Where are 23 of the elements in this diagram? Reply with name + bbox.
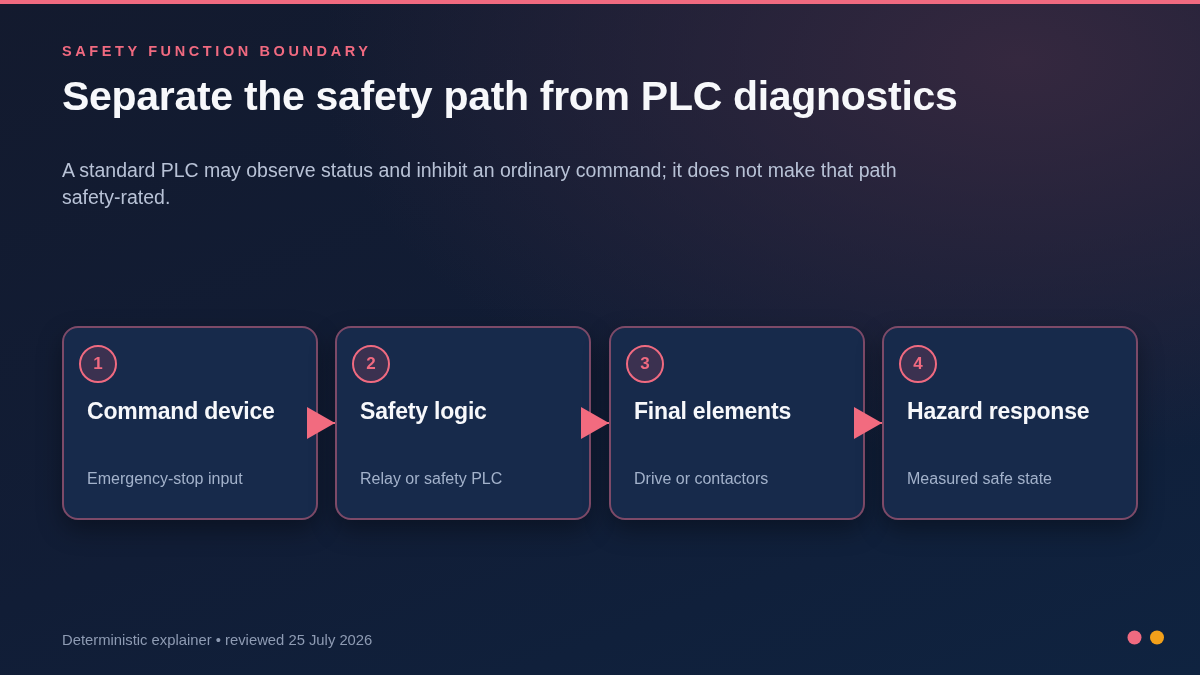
step-number: 1 [79, 345, 117, 383]
step-number: 2 [352, 345, 390, 383]
step-description: Emergency-stop input [87, 470, 244, 488]
step-heading: Hazard response [907, 398, 1091, 425]
title: Separate the safety path from PLC diagnostics [62, 73, 958, 120]
step-card [335, 326, 591, 520]
arrow [307, 407, 336, 439]
step-card [882, 326, 1138, 520]
footer-note: Deterministic explainer • reviewed 25 July 2026 [62, 632, 373, 648]
step-card [62, 326, 318, 520]
step-description: Relay or safety PLC [360, 470, 504, 488]
step-heading: Safety logic [360, 398, 488, 425]
step-number: 3 [626, 345, 664, 383]
step-description: Drive or contactors [634, 470, 770, 488]
arrow [854, 407, 883, 439]
eyebrow-heading: SAFETY FUNCTION BOUNDARY [62, 43, 372, 59]
step-number: 4 [899, 345, 937, 383]
step-description: Measured safe state [907, 470, 1053, 488]
step-heading: Final elements [634, 398, 792, 425]
arrow [581, 407, 610, 439]
subtitle: A standard PLC may observe status and inhibit an ordinary command; it does not make that path safety-rated. [62, 158, 898, 210]
step-heading: Command device [87, 398, 276, 425]
step-card [609, 326, 865, 520]
